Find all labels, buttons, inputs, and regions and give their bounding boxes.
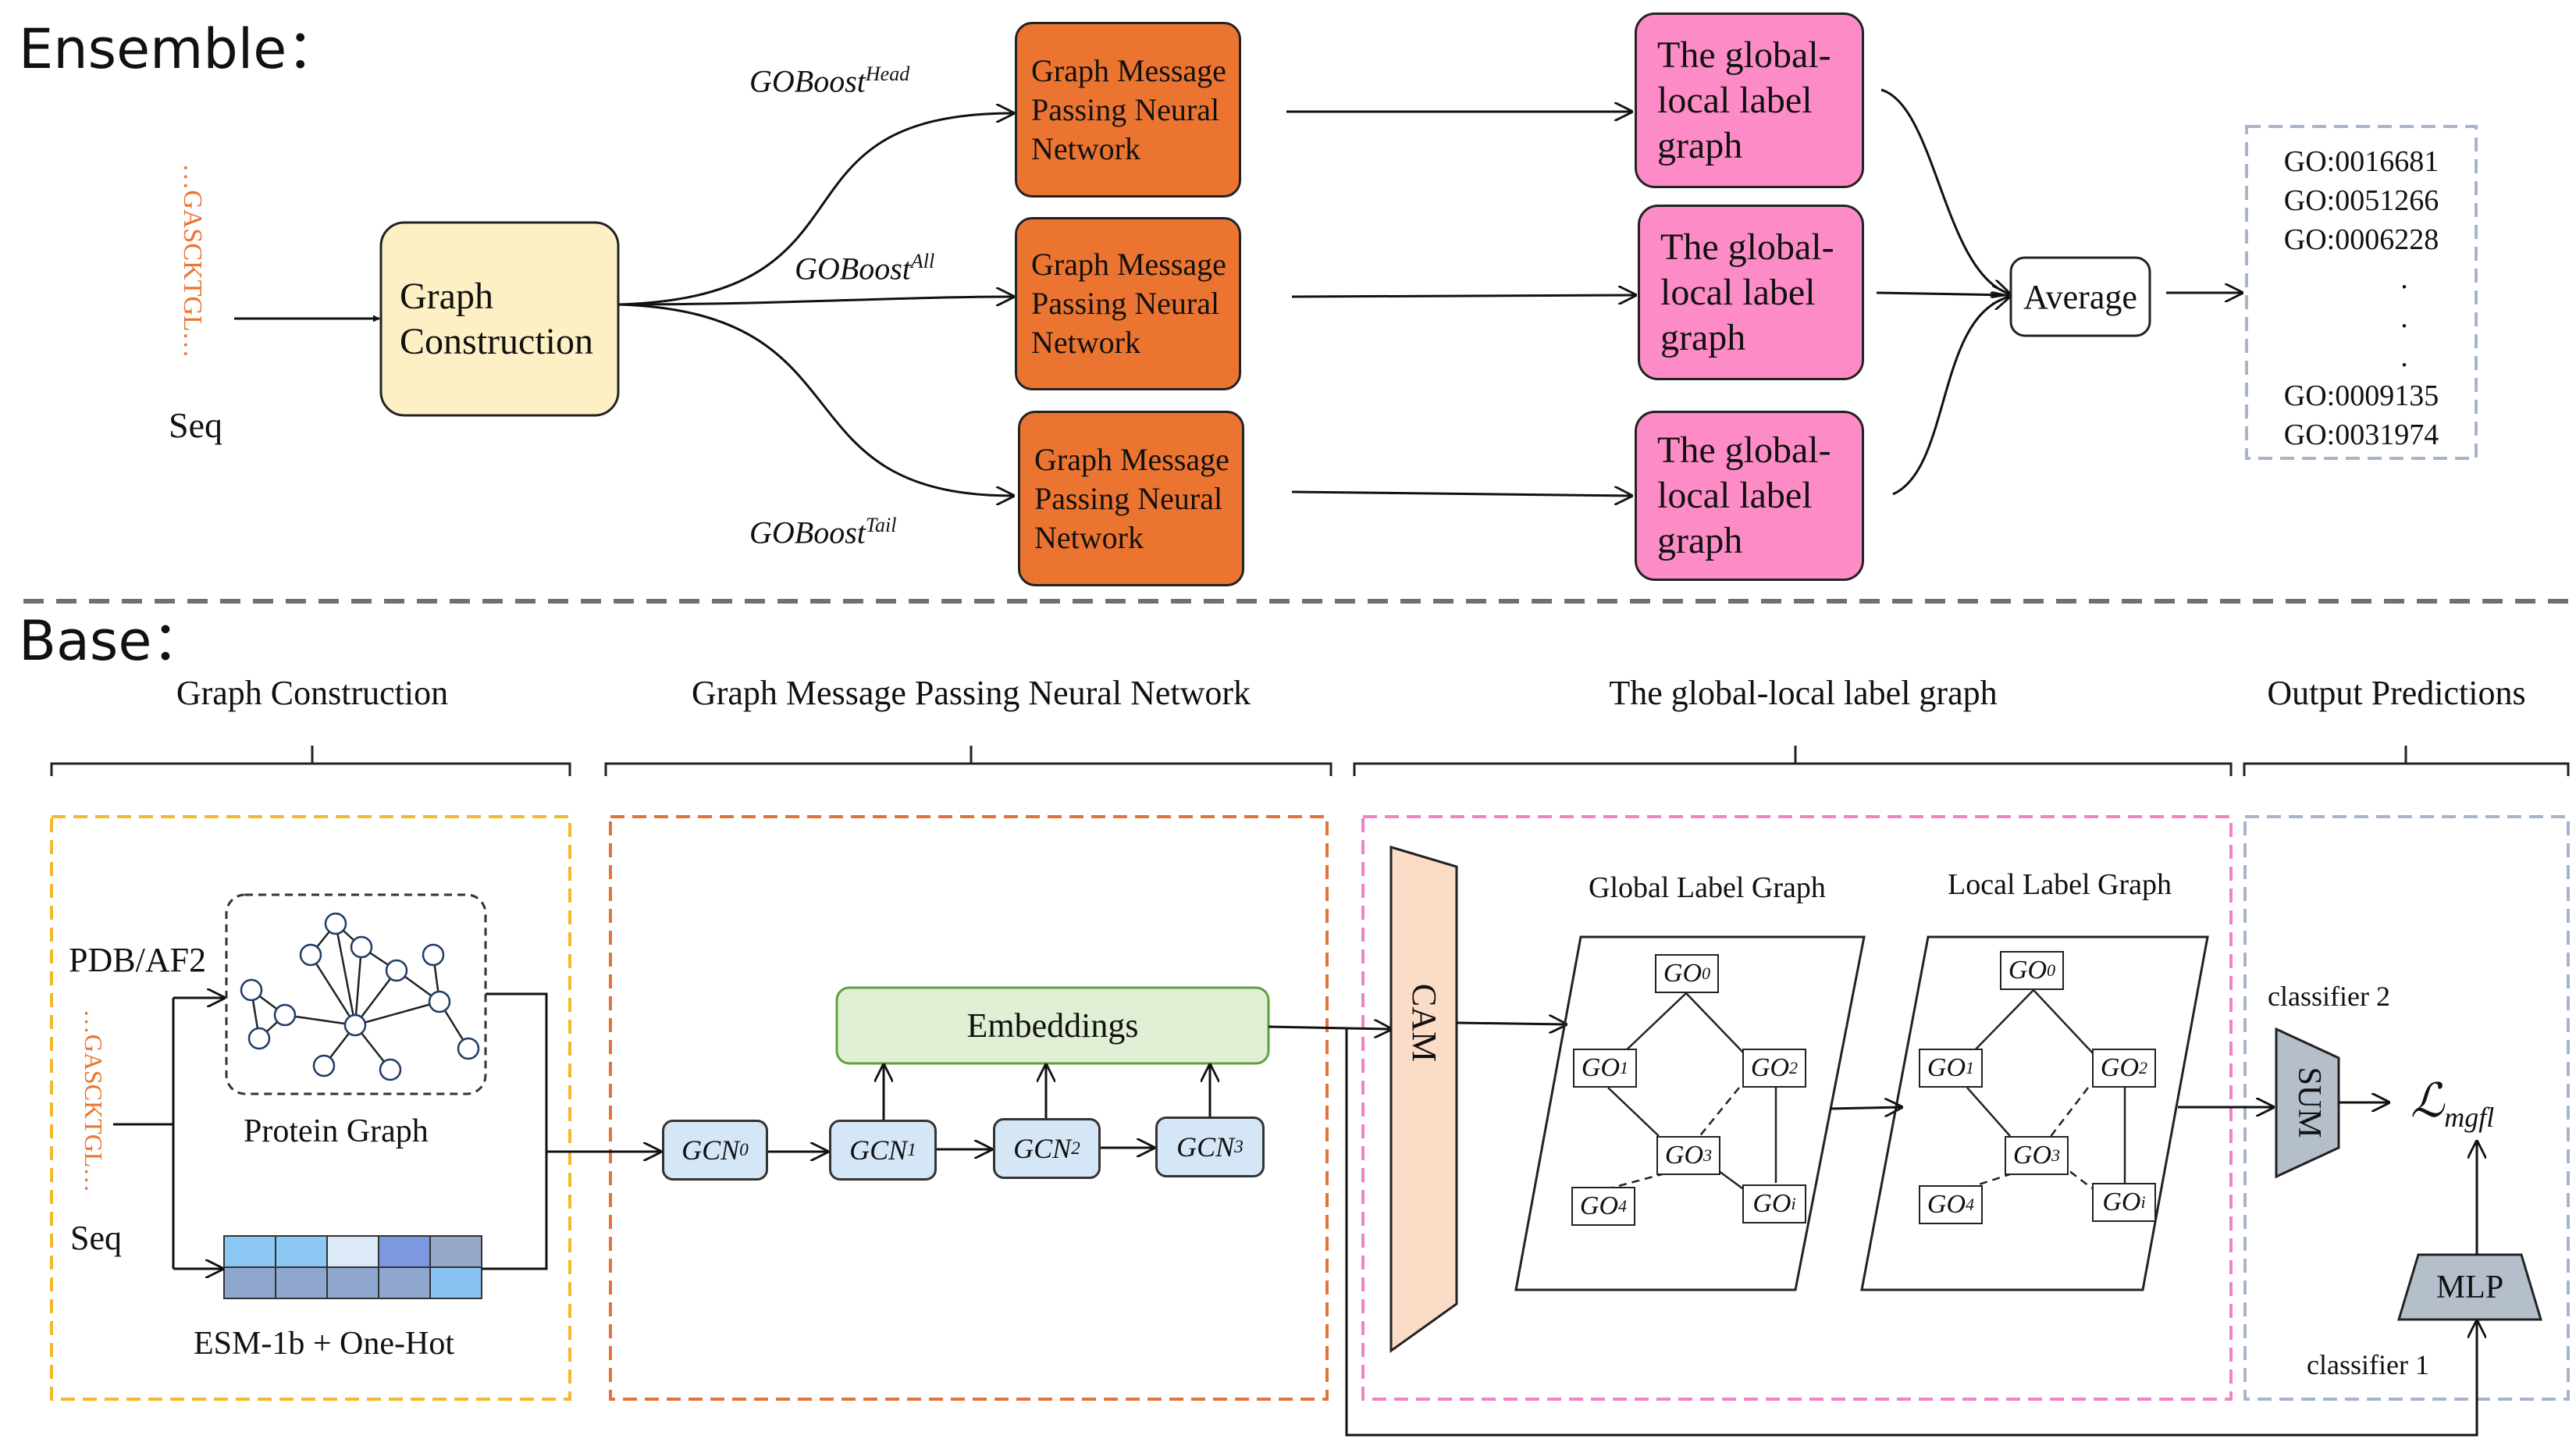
branch-all-curve [617, 297, 1013, 305]
local-label-graph-panel [1860, 935, 2209, 1291]
seq-fork-line [113, 998, 175, 1269]
esm-feature-grid [223, 1235, 482, 1299]
go-term: GO:0051266 [2283, 184, 2439, 217]
gll3-to-average-curve [1892, 297, 2009, 496]
global-to-local-arrow [1829, 1107, 1902, 1109]
branch-label-all: GOBoostAll [795, 250, 935, 287]
go-term-list: GO:0016681 GO:0051266 GO:0006228 . . . G… [2262, 142, 2460, 454]
ensemble-seq-label: Seq [169, 405, 222, 445]
go-term-ellipsis: . [2400, 262, 2408, 295]
classifier-1-label: classifier 1 [2307, 1349, 2429, 1380]
esm-label: ESM-1b + One-Hot [194, 1326, 454, 1362]
go-term: GO:0016681 [2283, 145, 2439, 178]
brace-label-graph [1353, 746, 2233, 776]
brace-graph-construction [50, 746, 571, 776]
gmpnn-section [609, 815, 1329, 1401]
classifier-2-label: classifier 2 [2268, 981, 2390, 1012]
go-term-ellipsis: . [2400, 340, 2408, 373]
mlp-block [2396, 1253, 2543, 1321]
section-title-output: Output Predictions [2267, 674, 2526, 712]
global-graph-edges [1607, 992, 1777, 1190]
gmpnn-to-gll-arrow-3 [1291, 492, 1631, 496]
mlp-label: MLP [2435, 1269, 2504, 1305]
graph-construction-box [379, 221, 620, 417]
branch-label-tail: GOBoostTail [749, 514, 897, 550]
average-box [2009, 256, 2151, 337]
go-term-ellipsis: . [2400, 301, 2408, 334]
average-label: Average [2023, 277, 2137, 316]
section-title-graph-construction: Graph Construction [176, 674, 449, 712]
ensemble-heading: Ensemble： [19, 17, 342, 81]
brace-output [2243, 746, 2570, 776]
base-seq-fragment: …GASCKTGL… [80, 1009, 108, 1193]
embeddings-label: Embeddings [966, 1006, 1139, 1045]
pdb-af2-label: PDB/AF2 [69, 941, 207, 979]
merge-line [482, 992, 548, 1270]
go-list-box [2245, 125, 2478, 460]
branch-head-curve [617, 113, 1013, 306]
global-label-graph-title: Global Label Graph [1589, 871, 1826, 904]
section-title-gmpnn: Graph Message Passing Neural Network [691, 674, 1251, 712]
protein-graph-label: Protein Graph [244, 1113, 429, 1149]
go-term: GO:0031974 [2283, 418, 2439, 451]
section-title-label-graph: The global-local label graph [1609, 674, 1998, 712]
go-term: GO:0009135 [2283, 379, 2439, 412]
gmpnn-to-gll-arrow-2 [1291, 295, 1635, 297]
branch-tail-curve [617, 303, 1013, 496]
loss-label: ℒmgfl [2411, 1075, 2495, 1133]
cam-block [1389, 845, 1458, 1353]
embeddings-skip-to-mlp-line [1345, 1029, 2477, 1437]
gll1-to-average-curve [1880, 88, 2009, 294]
ensemble-seq-fragment: …GASCKTGL… [178, 163, 207, 358]
gll2-to-average-arrow [1876, 293, 2009, 295]
brace-gmpnn [604, 746, 1332, 776]
protein-graph-nodes [240, 912, 480, 1081]
local-graph-edges [1966, 989, 2126, 1190]
graph-construction-section [50, 815, 571, 1401]
cam-to-global-arrow [1456, 1023, 1566, 1024]
embeddings-to-cam-arrow [1268, 1027, 1391, 1029]
sum-block [2275, 1027, 2340, 1179]
branch-label-head: GOBoostHead [749, 62, 910, 99]
go-term: GO:0006228 [2283, 223, 2439, 256]
base-seq-label: Seq [70, 1219, 122, 1257]
global-label-graph-panel [1514, 935, 1866, 1291]
sum-label: SUM [2291, 1067, 2327, 1138]
local-label-graph-title: Local Label Graph [1948, 868, 2172, 901]
base-heading: Base： [19, 609, 207, 673]
protein-graph-panel [225, 893, 487, 1095]
cam-label: CAM [1405, 983, 1443, 1063]
